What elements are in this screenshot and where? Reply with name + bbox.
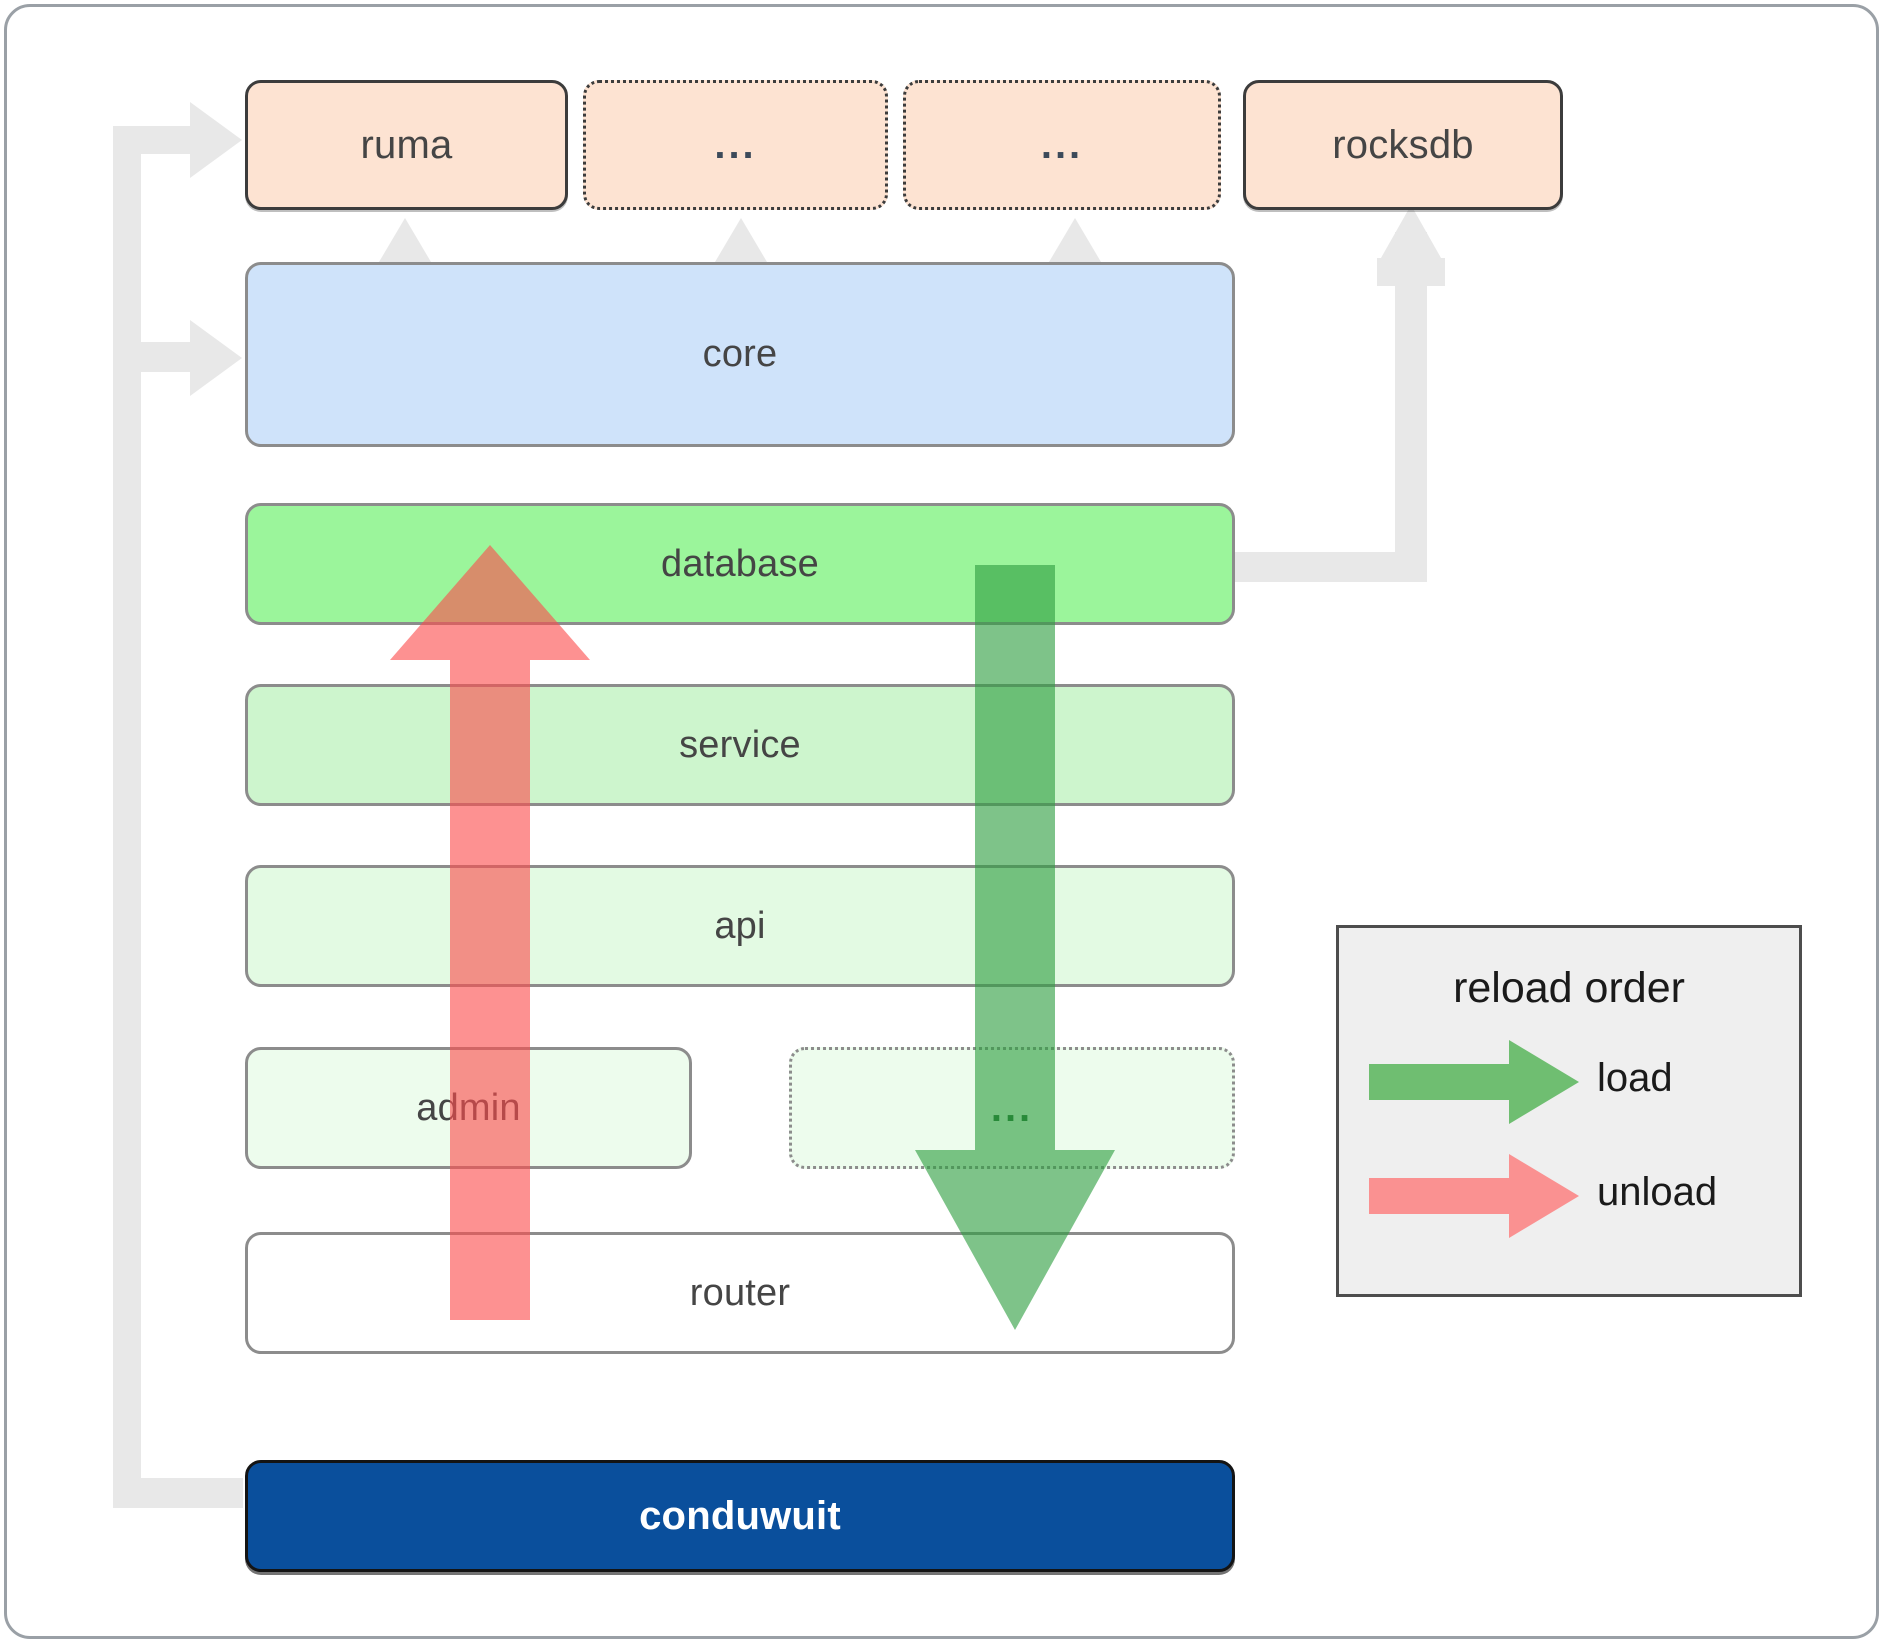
dependency-box-ruma[interactable]: ruma [245, 80, 568, 210]
binary-box-conduwuit[interactable]: conduwuit [245, 1460, 1235, 1572]
legend-title: reload order [1453, 964, 1685, 1012]
stack-label: router [689, 1271, 791, 1314]
stack-label: database [661, 542, 819, 585]
stack-label: core [702, 333, 778, 375]
legend-label-load: load [1597, 1056, 1673, 1100]
stack-box-core[interactable]: core [245, 262, 1235, 447]
stack-box-database[interactable]: database [245, 503, 1235, 625]
stack-label: ... [990, 1086, 1034, 1130]
stack-label: api [714, 904, 766, 947]
dependency-label: ruma [360, 122, 453, 167]
dependency-box-placeholder-1[interactable]: ... [583, 80, 888, 210]
stack-box-router[interactable]: router [245, 1232, 1235, 1354]
dependency-box-placeholder-2[interactable]: ... [903, 80, 1221, 210]
dependency-label: rocksdb [1332, 122, 1474, 167]
stack-box-placeholder[interactable]: ... [789, 1047, 1235, 1169]
legend-arrow-graphics [1369, 1040, 1579, 1238]
stack-box-admin[interactable]: admin [245, 1047, 692, 1169]
stack-box-service[interactable]: service [245, 684, 1235, 806]
stack-label: service [679, 723, 801, 766]
diagram-frame [4, 4, 1879, 1639]
legend-label-unload: unload [1597, 1170, 1718, 1214]
legend-unload-arrow [1369, 1154, 1579, 1238]
binary-label: conduwuit [639, 1493, 841, 1538]
legend-panel: reload order load unload [1336, 925, 1802, 1297]
dependency-label: ... [1040, 123, 1084, 167]
dependency-box-rocksdb[interactable]: rocksdb [1243, 80, 1563, 210]
stack-label: admin [416, 1086, 521, 1129]
dependency-label: ... [714, 123, 757, 167]
legend-load-arrow [1369, 1040, 1579, 1124]
stack-box-api[interactable]: api [245, 865, 1235, 987]
